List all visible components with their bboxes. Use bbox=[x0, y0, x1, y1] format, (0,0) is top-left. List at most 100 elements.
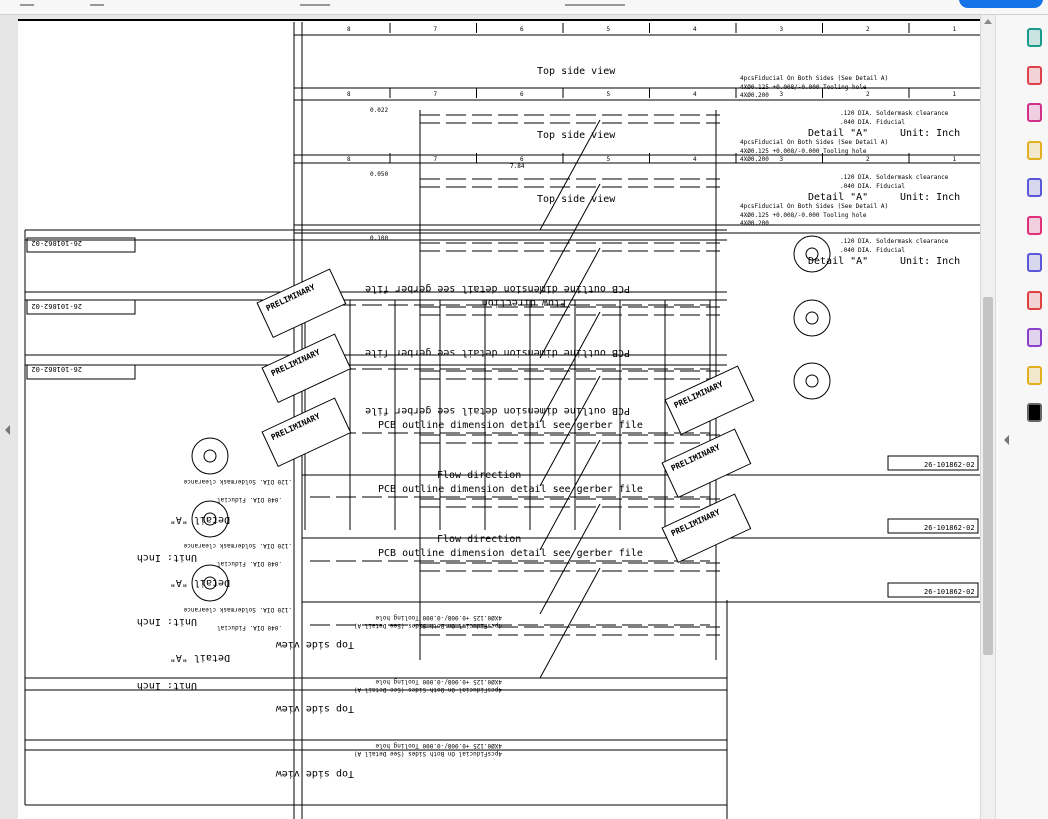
share-button[interactable] bbox=[959, 0, 1043, 8]
soldermask-label: .120 DIA. Soldermask clearance bbox=[183, 606, 292, 613]
menu-icon[interactable] bbox=[20, 0, 34, 6]
zoom-input[interactable] bbox=[565, 0, 625, 6]
collapse-left-icon[interactable] bbox=[5, 425, 10, 435]
title-block bbox=[26, 364, 136, 380]
drawing-line bbox=[539, 375, 601, 487]
pcb-outline-note: PCB outline dimension detail see gerber … bbox=[378, 484, 643, 495]
fiducial-note: 4pcsFiducial On Both Sides (See Detail A… bbox=[354, 686, 502, 693]
unit-label: Unit: Inch bbox=[900, 128, 960, 139]
protect-icon[interactable] bbox=[1024, 252, 1046, 274]
spacing-note: 4XØ0.200 bbox=[740, 156, 769, 163]
zone-number: 5 bbox=[607, 156, 611, 163]
detail-label: Detail "A" bbox=[170, 652, 230, 663]
send-for-comments-icon[interactable] bbox=[1024, 365, 1046, 387]
zone-number: 5 bbox=[607, 26, 611, 33]
drawing-line bbox=[539, 567, 601, 679]
fiducial-clearance-circle bbox=[793, 362, 831, 400]
zone-number: 8 bbox=[347, 26, 351, 33]
pcb-outline-note: PCB outline dimension detail see gerber … bbox=[365, 405, 630, 416]
fiducial-note: 4pcsFiducial On Both Sides (See Detail A… bbox=[740, 203, 888, 210]
detail-label: Detail "A" bbox=[808, 256, 868, 267]
expand-panel-icon[interactable] bbox=[1004, 435, 1009, 445]
fiducial-circle bbox=[203, 576, 217, 590]
soldermask-label: .120 DIA. Soldermask clearance bbox=[840, 110, 949, 117]
comment-icon[interactable] bbox=[1024, 140, 1046, 162]
redact-icon[interactable] bbox=[1024, 290, 1046, 312]
zone-number: 8 bbox=[347, 156, 351, 163]
detail-label: Detail "A" bbox=[808, 128, 868, 139]
zone-number: 7 bbox=[434, 156, 438, 163]
fill-sign-icon[interactable] bbox=[1024, 215, 1046, 237]
preliminary-stamp: PRELIMINARY bbox=[661, 493, 752, 564]
pcb-outline-note: PCB outline dimension detail see gerber … bbox=[365, 283, 630, 294]
page-nav-icon[interactable] bbox=[90, 0, 104, 6]
preliminary-stamp: PRELIMINARY bbox=[261, 333, 352, 404]
drawing-number: 26-101862-02 bbox=[31, 365, 82, 373]
zone-number: 1 bbox=[953, 26, 957, 33]
zone-number: 3 bbox=[780, 156, 784, 163]
fiducial-label: .040 DIA. Fiducial bbox=[840, 247, 905, 254]
vertical-scrollbar[interactable] bbox=[980, 15, 995, 819]
fiducial-label: .040 DIA. Fiducial bbox=[840, 119, 905, 126]
dimension-label: 0.050 bbox=[370, 171, 388, 178]
drawing-line bbox=[539, 183, 601, 295]
more-tools-icon[interactable] bbox=[1024, 402, 1046, 424]
zone-number: 2 bbox=[866, 156, 870, 163]
fiducial-circle bbox=[203, 449, 217, 463]
top-view-label: Top side view bbox=[537, 66, 616, 77]
spacing-note: 4XØ0.200 bbox=[740, 220, 769, 227]
tooling-hole-note: 4XØ0.125 +0.008/-0.000 Tooling hole bbox=[740, 148, 867, 155]
fiducial-clearance-circle bbox=[191, 564, 229, 602]
zone-number: 7 bbox=[434, 26, 438, 33]
fiducial-circle bbox=[805, 374, 819, 388]
preliminary-stamp: PRELIMINARY bbox=[664, 365, 755, 436]
dimension-label: 7.84 bbox=[510, 163, 525, 170]
pcb-outline-note: PCB outline dimension detail see gerber … bbox=[365, 347, 630, 358]
tooling-hole-note: 4XØ0.125 +0.008/-0.000 Tooling hole bbox=[375, 678, 502, 685]
fiducial-clearance-circle bbox=[793, 299, 831, 337]
tooling-hole-note: 4XØ0.125 +0.008/-0.000 Tooling hole bbox=[740, 212, 867, 219]
drawing-number: 26-101862-02 bbox=[31, 239, 82, 247]
drawing-line bbox=[539, 119, 601, 231]
zone-number: 8 bbox=[347, 91, 351, 98]
fiducial-label: .040 DIA. Fiducial bbox=[217, 496, 282, 503]
zone-number: 7 bbox=[434, 91, 438, 98]
zone-number: 2 bbox=[866, 26, 870, 33]
title-block bbox=[887, 518, 979, 534]
zone-number: 1 bbox=[953, 91, 957, 98]
page-number-input[interactable] bbox=[300, 0, 330, 6]
fiducial-label: .040 DIA. Fiducial bbox=[217, 560, 282, 567]
fiducial-circle bbox=[805, 247, 819, 261]
drawing-line bbox=[539, 311, 601, 423]
zone-number: 4 bbox=[693, 26, 697, 33]
zone-number: 3 bbox=[780, 91, 784, 98]
scrollbar-thumb[interactable] bbox=[983, 297, 993, 655]
preliminary-stamp: PRELIMINARY bbox=[261, 397, 352, 468]
soldermask-label: .120 DIA. Soldermask clearance bbox=[183, 542, 292, 549]
document-viewer: Top side view Top side view Top side vie… bbox=[0, 15, 996, 819]
detail-label: Detail "A" bbox=[170, 577, 230, 588]
fiducial-note: 4pcsFiducial On Both Sides (See Detail A… bbox=[354, 750, 502, 757]
detail-label: Detail "A" bbox=[170, 514, 230, 525]
edit-pdf-icon[interactable] bbox=[1024, 102, 1046, 124]
tooling-hole-note: 4XØ0.125 +0.008/-0.000 Tooling hole bbox=[375, 742, 502, 749]
fiducial-clearance-circle bbox=[793, 235, 831, 273]
tooling-hole-note: 4XØ0.125 +0.008/-0.000 Tooling hole bbox=[375, 614, 502, 621]
unit-label: Unit: Inch bbox=[900, 192, 960, 203]
dimension-label: 0.100 bbox=[370, 235, 388, 242]
title-block bbox=[26, 299, 136, 315]
drawing-number: 26-101862-02 bbox=[924, 461, 975, 469]
fiducial-clearance-circle bbox=[191, 437, 229, 475]
preliminary-stamp: PRELIMINARY bbox=[256, 268, 347, 339]
scroll-up-icon[interactable] bbox=[984, 19, 992, 24]
unit-label: Unit: Inch bbox=[137, 616, 197, 627]
export-pdf-icon[interactable] bbox=[1024, 27, 1046, 49]
create-pdf-icon[interactable] bbox=[1024, 65, 1046, 87]
zone-number: 6 bbox=[520, 91, 524, 98]
top-toolbar bbox=[0, 0, 1048, 15]
flow-direction-label: Flow direction bbox=[482, 297, 566, 308]
combine-files-icon[interactable] bbox=[1024, 177, 1046, 199]
fiducial-note: 4pcsFiducial On Both Sides (See Detail A… bbox=[740, 139, 888, 146]
request-signature-icon[interactable] bbox=[1024, 327, 1046, 349]
